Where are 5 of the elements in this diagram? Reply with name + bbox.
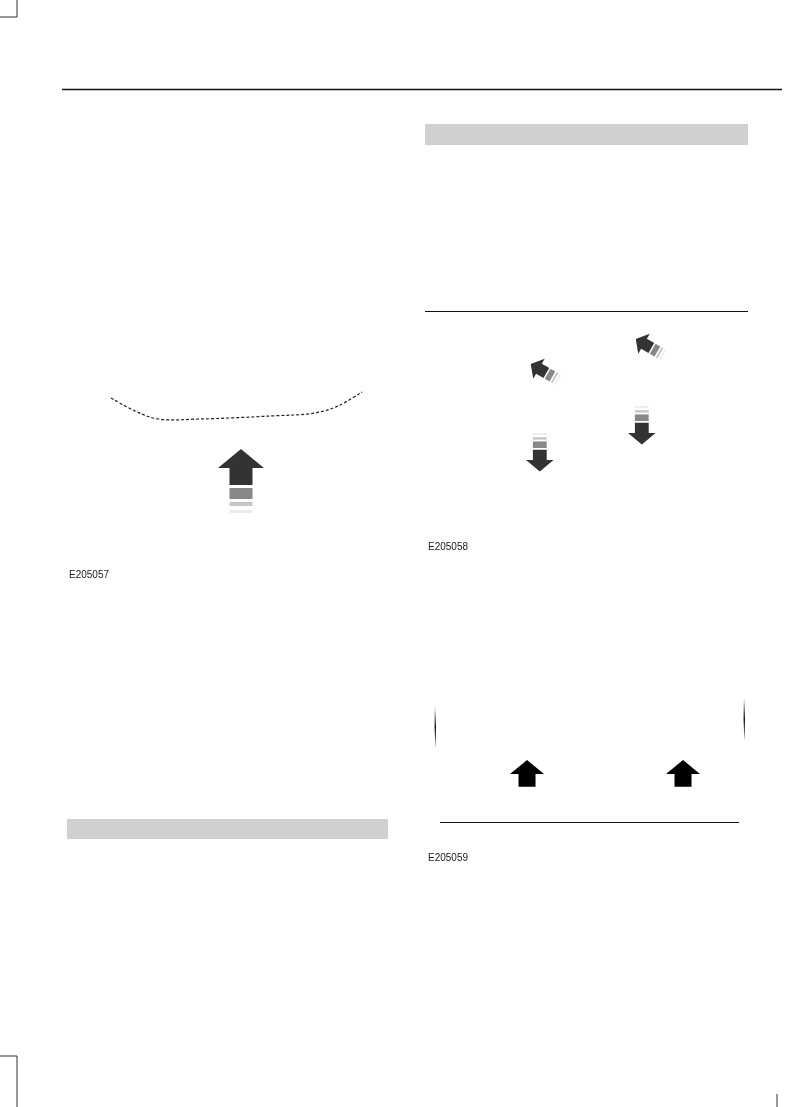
shaded-bar <box>67 819 388 839</box>
shaded-bar <box>425 124 748 145</box>
figure-code: E205058 <box>428 541 469 553</box>
figure-code: E205057 <box>69 569 110 581</box>
figure-code: E205059 <box>428 852 469 864</box>
